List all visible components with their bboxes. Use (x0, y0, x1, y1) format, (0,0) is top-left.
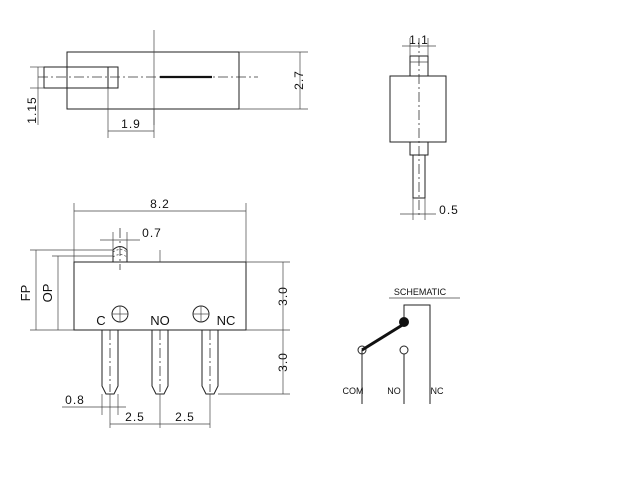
terminal-label-nc: NC (217, 313, 236, 328)
side-dim-pin: 0.5 (439, 203, 459, 217)
nc-contact (399, 317, 409, 327)
label-op: OP (40, 284, 55, 303)
top-body-outline (66, 51, 240, 110)
top-view: 2.7 1.9 1.15 (25, 30, 308, 138)
schematic-label-nc: NC (431, 386, 444, 396)
side-view: 1.1 0.5 (389, 33, 459, 220)
side-body (389, 75, 447, 143)
front-dim-pitch-2: 2.5 (175, 410, 195, 424)
schematic-label-no: NO (387, 386, 401, 396)
top-dim-height: 1.15 (25, 96, 39, 123)
com-contact (357, 345, 367, 355)
top-dim-width: 2.7 (292, 70, 306, 90)
schematic-label-com: COM (343, 386, 364, 396)
schematic: SCHEMATIC COM NO NC (343, 287, 460, 404)
no-contact (399, 345, 409, 355)
top-actuator-outline (43, 66, 119, 89)
top-dim-offset: 1.9 (121, 117, 141, 131)
front-dim-pin-length: 3.0 (276, 352, 290, 372)
label-fp: FP (18, 285, 33, 302)
front-dim-pin-width: 0.8 (65, 393, 85, 407)
switch-lever (361, 322, 405, 352)
terminal-label-c: C (96, 313, 105, 328)
front-view: 8.2 0.7 FP OP C NO NC (18, 197, 290, 428)
front-dim-body-height: 3.0 (276, 286, 290, 306)
front-dim-length: 8.2 (150, 197, 170, 211)
terminal-label-no: NO (150, 313, 170, 328)
schematic-title: SCHEMATIC (394, 287, 447, 297)
front-dim-pitch-1: 2.5 (125, 410, 145, 424)
side-dim-actuator: 1.1 (409, 33, 429, 47)
front-dim-actuator: 0.7 (142, 226, 162, 240)
